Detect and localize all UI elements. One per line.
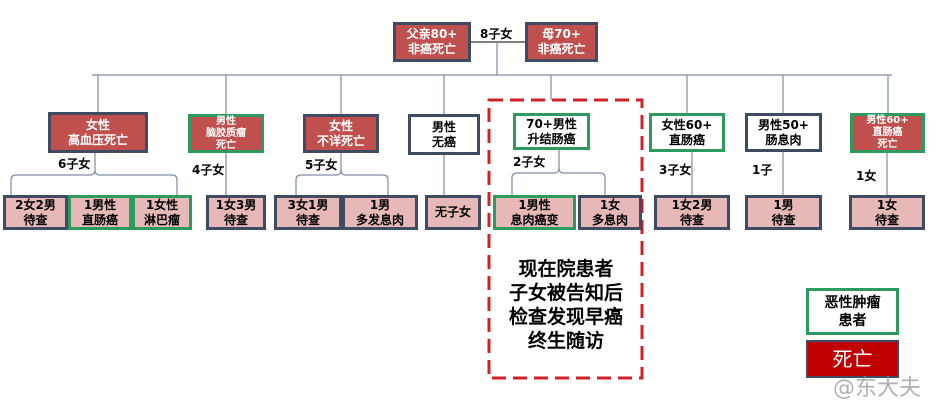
current-patient-box: 70+男性升结肠癌 (513, 113, 590, 150)
sibling-box: 女性不详死亡 (303, 114, 379, 153)
children-count: 3子女 (659, 163, 692, 177)
sibling-box: 男性50+肠息肉 (745, 113, 822, 152)
children-count: 1女 (856, 169, 877, 183)
offspring-box: 1女2男待查 (654, 195, 730, 230)
father-label: 父亲80+ (406, 27, 458, 41)
parents-children-count: 8子女 (480, 27, 513, 41)
sibling-box: 女性60+直肠癌 (649, 113, 725, 152)
offspring-box: 1男待查 (745, 195, 822, 230)
offspring-box: 2女2男待查 (3, 195, 68, 230)
sibling-box: 男性无癌 (408, 114, 480, 155)
children-count: 6子女 (58, 157, 91, 171)
offspring-box: 1女3男待查 (206, 195, 266, 230)
children-count: 2子女 (513, 155, 546, 169)
father-box: 父亲80+非癌死亡 (393, 22, 471, 62)
offspring-box: 1男性息肉癌变 (493, 195, 576, 230)
mother-box: 母70+非癌死亡 (525, 22, 598, 62)
sibling-box: 男性60+直肠癌死亡 (850, 113, 925, 153)
offspring-box: 1女待查 (849, 195, 925, 230)
mother-status: 非癌死亡 (537, 42, 586, 56)
offspring-box: 1男多发息肉 (342, 195, 418, 230)
sibling-box: 女性高血压死亡 (48, 112, 148, 153)
children-count: 4子女 (192, 163, 225, 177)
offspring-box: 1女多息肉 (578, 195, 642, 230)
follow-up-note: 现在院患者子女被告知后检查发现早癌终生随访 (508, 258, 623, 352)
children-count: 5子女 (305, 158, 338, 172)
children-count: 1子 (752, 163, 773, 177)
offspring-box: 1男性直肠癌 (68, 195, 132, 230)
watermark: @东大夫 (833, 376, 922, 401)
offspring-box: 1女性淋巴瘤 (132, 195, 192, 230)
current-patient-dashed-frame (487, 98, 644, 380)
legend-malignant: 恶性肿瘤患者 (806, 288, 899, 335)
legend-death: 死亡 (806, 340, 899, 378)
sibling-box: 男性脑胶质瘤死亡 (188, 114, 264, 153)
father-status: 非癌死亡 (407, 42, 456, 56)
offspring-box: 无子女 (425, 195, 481, 230)
mother-label: 母70+ (542, 27, 581, 41)
offspring-box: 3女1男待查 (274, 195, 342, 230)
